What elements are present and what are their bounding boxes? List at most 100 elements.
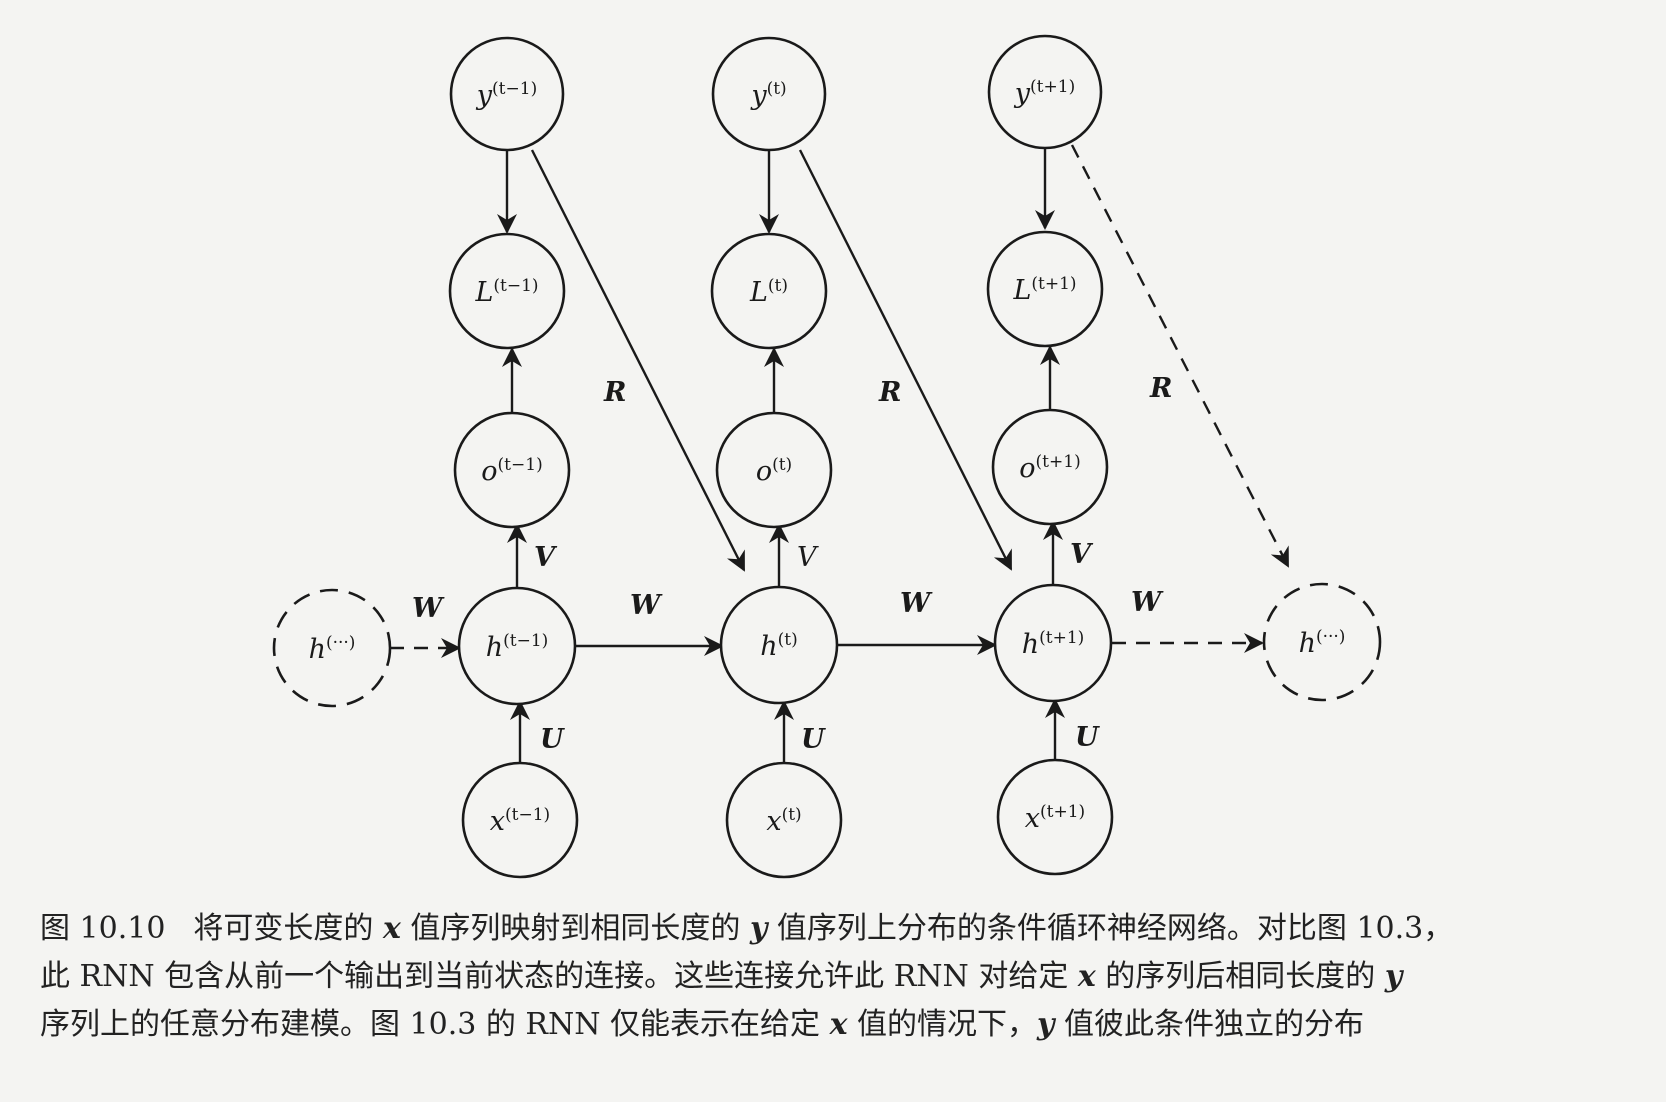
caption-label: 图 10.10 (40, 911, 166, 946)
svg-text:h(···): h(···) (309, 633, 356, 665)
weight-W-cur-next: W (900, 588, 933, 619)
label-h-cur-sup: (t) (778, 630, 798, 650)
svg-text:L(t+1): L(t+1) (1012, 274, 1076, 306)
caption-math-y-3: y (1037, 1007, 1055, 1042)
label-y-next-sup: (t+1) (1030, 77, 1075, 97)
label-h-next-base: h (1022, 629, 1039, 660)
label-o-cur-sup: (t) (772, 455, 792, 475)
caption-math-x-2: x (1077, 959, 1096, 994)
svg-text:y(t): y(t) (750, 79, 786, 111)
weight-R-next: R (1149, 373, 1172, 404)
label-h-prev-base: h (486, 632, 503, 663)
weight-W-left: W (412, 593, 445, 624)
svg-text:L(t−1): L(t−1) (474, 276, 538, 308)
label-o-next-base: o (1019, 453, 1035, 484)
svg-text:h(···): h(···) (1299, 627, 1346, 659)
node-L-next (986, 230, 1104, 348)
weight-R-prev: R (603, 377, 626, 408)
label-y-next-base: y (1014, 78, 1031, 109)
node-y-cur (711, 36, 827, 152)
node-x-next (996, 758, 1114, 876)
label-x-next-sup: (t+1) (1040, 802, 1085, 822)
label-x-prev-sup: (t−1) (505, 805, 550, 825)
node-h-next (993, 583, 1113, 703)
label-y-prev-base: y (476, 80, 493, 111)
svg-text:y(t+1): y(t+1) (1014, 77, 1075, 109)
label-o-cur-base: o (756, 456, 772, 487)
caption-math-y-1: y (749, 911, 768, 946)
weight-W-right: W (1131, 587, 1164, 618)
node-h-prev (457, 586, 577, 706)
label-x-cur-sup: (t) (782, 805, 802, 825)
label-L-cur-base: L (749, 277, 768, 308)
caption-math-x-1: x (382, 911, 401, 946)
svg-text:x(t−1): x(t−1) (490, 805, 550, 837)
svg-text:h(t): h(t) (760, 630, 798, 662)
caption-text-3b: 值的情况下， (847, 1007, 1038, 1042)
weight-U-next: U (1075, 722, 1100, 753)
label-L-prev-base: L (474, 277, 493, 308)
weight-V-prev: V (534, 542, 558, 573)
node-L-cur (710, 232, 828, 350)
label-L-next-sup: (t+1) (1031, 274, 1076, 294)
node-circles (272, 34, 1382, 879)
node-x-cur (725, 761, 843, 879)
caption-line-3: 序列上的任意分布建模。图 10.3 的 RNN 仅能表示在给定 x 值的情况下，… (40, 1001, 1630, 1049)
label-L-next-base: L (1012, 275, 1031, 306)
node-h-cur (719, 585, 839, 705)
edge-y-next-to-h-right-R (1070, 144, 1290, 568)
svg-text:L(t): L(t) (749, 276, 788, 308)
caption-text-1c: 值序列上分布的条件循环神经网络。对比图 10.3， (767, 911, 1454, 946)
weight-V-next: V (1070, 539, 1094, 570)
label-L-cur-sup: (t) (768, 276, 788, 296)
caption-text-3a: 序列上的任意分布建模。图 10.3 的 RNN 仅能表示在给定 (40, 1007, 830, 1042)
caption-math-x-3: x (829, 1007, 848, 1042)
label-x-cur-base: x (766, 806, 781, 837)
node-o-cur (715, 411, 833, 529)
node-L-prev (448, 232, 566, 350)
svg-text:o(t): o(t) (756, 455, 792, 487)
weight-R-cur: R (878, 377, 901, 408)
label-o-next-sup: (t+1) (1036, 452, 1081, 472)
label-h-next-sup: (t+1) (1039, 628, 1084, 648)
label-x-prev-base: x (490, 806, 505, 837)
node-y-next (987, 34, 1103, 150)
edge-y-prev-to-h-cur-R (530, 149, 746, 572)
label-h-prev-sup: (t−1) (503, 631, 548, 651)
node-o-next (991, 408, 1109, 526)
label-h-right-sup: (···) (1316, 627, 1345, 647)
label-L-prev-sup: (t−1) (493, 276, 538, 296)
rnn-diagram: y(t−1) y(t) y(t+1) L(t−1) L(t) L(t+1) o(… (272, 34, 1382, 879)
label-o-prev-base: o (481, 456, 497, 487)
label-h-cur-base: h (760, 631, 777, 662)
edge-y-cur-to-h-next-R (798, 149, 1013, 571)
caption-line-2: 此 RNN 包含从前一个输出到当前状态的连接。这些连接允许此 RNN 对给定 x… (40, 953, 1630, 1001)
label-h-left-base: h (309, 634, 326, 665)
weight-W-prev-cur: W (630, 590, 663, 621)
svg-text:o(t+1): o(t+1) (1019, 452, 1080, 484)
caption-text-2a: 此 RNN 包含从前一个输出到当前状态的连接。这些连接允许此 RNN 对给定 (40, 959, 1078, 994)
caption-math-y-2: y (1384, 959, 1403, 994)
weight-U-cur: U (801, 724, 826, 755)
weight-U-prev: U (540, 724, 565, 755)
weight-labels: W W W W V V V U U U R R R (412, 373, 1172, 755)
node-h-left (272, 588, 392, 708)
label-x-next-base: x (1025, 803, 1040, 834)
node-o-prev (453, 411, 571, 529)
caption-text-1b: 值序列映射到相同长度的 (400, 911, 750, 946)
node-h-right (1262, 582, 1382, 702)
label-y-cur-base: y (750, 80, 767, 111)
label-y-cur-sup: (t) (767, 79, 787, 99)
label-h-right-base: h (1299, 628, 1316, 659)
svg-text:o(t−1): o(t−1) (481, 455, 542, 487)
svg-text:y(t−1): y(t−1) (476, 79, 537, 111)
label-h-left-sup: (···) (326, 633, 355, 653)
edges (390, 144, 1290, 763)
node-labels: y(t−1) y(t) y(t+1) L(t−1) L(t) L(t+1) o(… (309, 77, 1346, 837)
weight-V-cur: V (797, 542, 819, 573)
label-y-prev-sup: (t−1) (492, 79, 537, 99)
node-x-prev (461, 761, 579, 879)
caption-text-3c: 值彼此条件独立的分布 (1054, 1007, 1364, 1042)
